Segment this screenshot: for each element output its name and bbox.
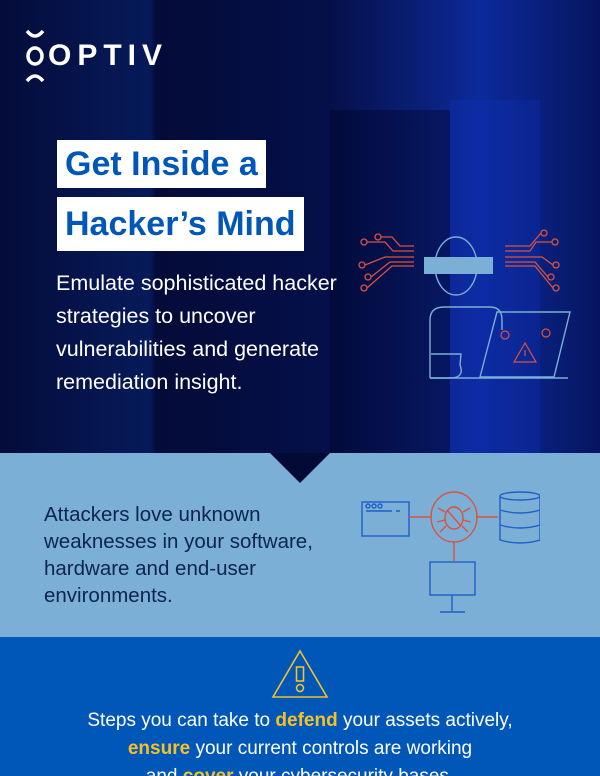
keyword-defend: defend [275,710,338,731]
network-bug-icon [361,491,540,613]
steps-line-3: and cover your cybersecurity bases. [0,763,600,776]
warning-icon [271,649,329,698]
background-panel [330,110,450,453]
problem-text: Attackers love unknown weaknesses in you… [44,503,313,607]
steps-line-2: ensure your current controls are working [0,735,600,763]
background-panel [450,100,540,453]
section-pointer [270,453,330,483]
hero-section: OPTIV Get Inside a Hacker’s Mind Emulate… [0,0,600,453]
brand-name: OPTIV [48,39,169,72]
optiv-logo-icon [25,29,45,83]
hacker-laptop-icon [358,229,571,379]
keyword-ensure: ensure [127,738,191,759]
lead-text: Emulate sophisticated hacker strategies … [56,271,337,394]
steps-line-1: Steps you can take to defend your assets… [0,707,600,735]
title-line-1: Get Inside a [57,140,266,188]
optiv-logo: OPTIV [24,28,168,84]
steps-text-part: your assets actively, [337,710,513,731]
steps-text: Steps you can take to defend your assets… [0,707,600,776]
steps-section: Steps you can take to defend your assets… [0,637,600,776]
steps-text-part: and [146,766,183,776]
steps-text-part: your cybersecurity bases. [233,766,454,776]
problem-section: Attackers love unknown weaknesses in you… [0,453,600,637]
steps-text-part: your current controls are working [190,738,473,759]
steps-text-part: Steps you can take to [87,710,276,731]
keyword-cover: cover [183,766,234,776]
title-line-2: Hacker’s Mind [57,197,304,251]
